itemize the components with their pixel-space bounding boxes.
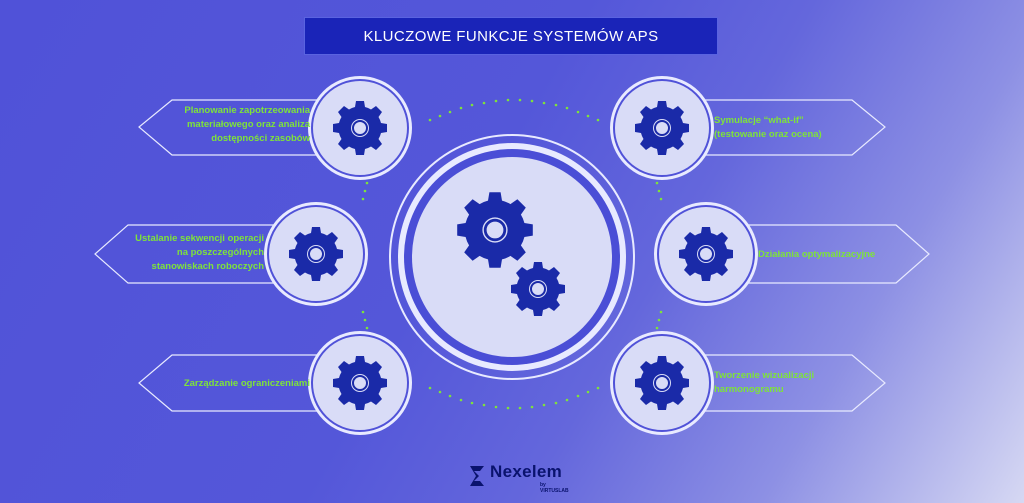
item-label-2: Ustalanie sekwencji operacji na poszczeg… bbox=[135, 233, 264, 272]
item-label-6: Tworzenie wizualizacji harmonogramu bbox=[714, 370, 815, 395]
dots bbox=[361, 98, 663, 410]
logo-sub: by VIRTUSLAB bbox=[540, 482, 569, 494]
nexelem-logo-icon bbox=[470, 466, 484, 486]
gear-icon-5 bbox=[678, 226, 734, 282]
dotted-connectors bbox=[430, 104, 600, 118]
item-label-5: Działania optymalizacyjne bbox=[758, 249, 876, 260]
item-label-4: Symulacje “what-if” (testowanie oraz oce… bbox=[714, 115, 822, 140]
banner-outlines bbox=[94, 99, 930, 412]
item-label-1: Planowanie zapotrzeowania materiałowego … bbox=[184, 105, 310, 144]
logo-name: Nexelem bbox=[490, 462, 563, 481]
gear-icon-2 bbox=[288, 226, 344, 282]
gear-icon-1 bbox=[332, 100, 388, 156]
gear-icon-4 bbox=[634, 100, 690, 156]
center-circle bbox=[389, 134, 635, 380]
big-gear-icon bbox=[455, 190, 535, 270]
gear-icon-6 bbox=[634, 355, 690, 411]
item-label-3: Zarządzanie ograniczeniami bbox=[183, 378, 310, 389]
page-title: KLUCZOWE FUNKCJE SYSTEMÓW APS bbox=[304, 17, 718, 55]
gear-icon-3 bbox=[332, 355, 388, 411]
small-gear-icon bbox=[510, 261, 566, 317]
logo: Nexelem by VIRTUSLAB bbox=[468, 462, 569, 494]
